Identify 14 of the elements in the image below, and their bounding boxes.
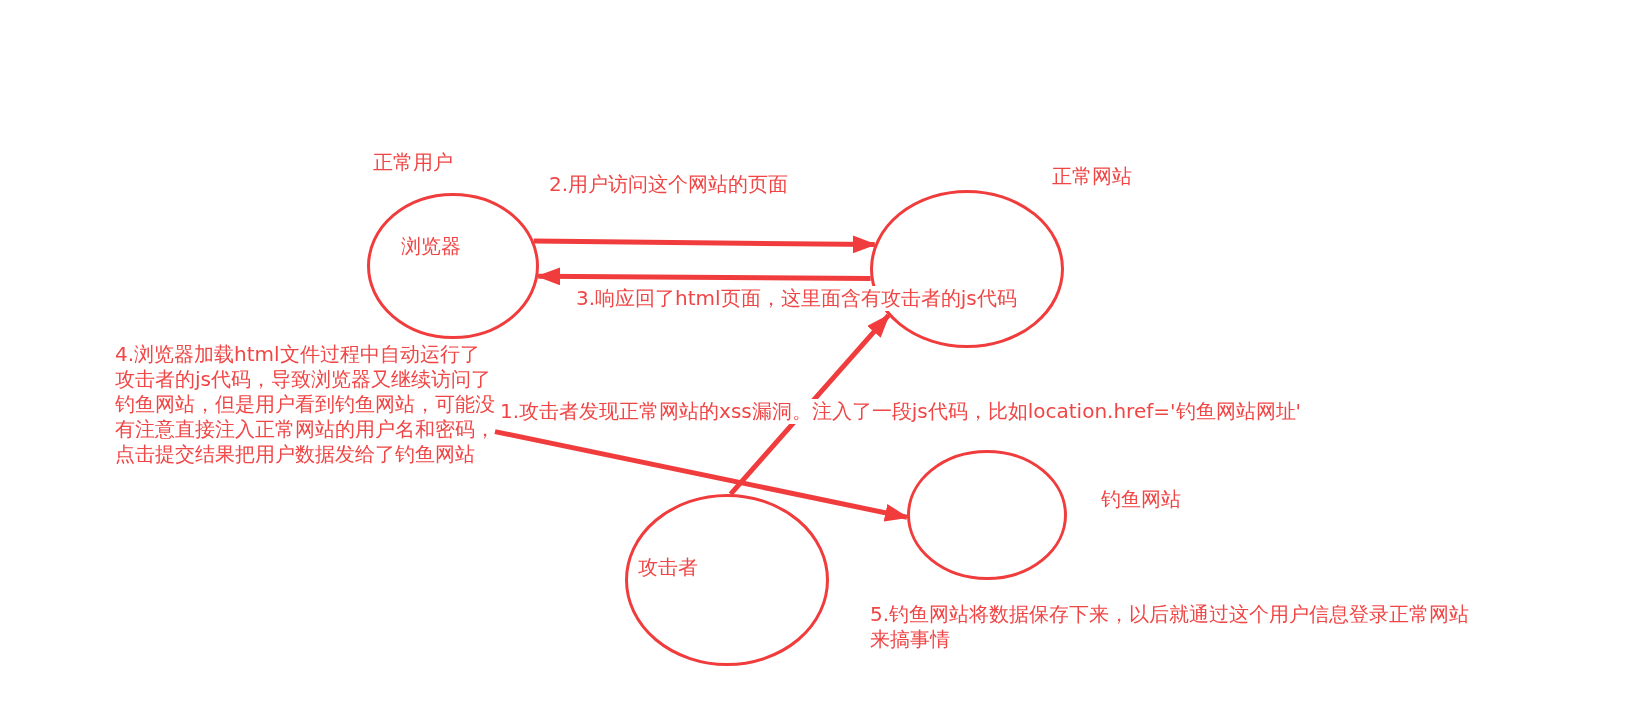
arrow: [494, 429, 909, 522]
arrow: [536, 267, 871, 286]
annotation-text: 4.浏览器加载html文件过程中自动运行了攻击者的js代码，导致浏览器又继续访问了钓鱼网站，但是用户看到钓鱼网站，可能没有注意直接注入正常网站的用户名和密码，点击提交结果把用户数据发给了钓鱼网站: [115, 342, 495, 467]
edge-label: 3.响应回了html页面，这里面含有攻击者的js代码: [576, 286, 1017, 311]
node-heading: 正常用户: [373, 150, 453, 175]
node-label: 钓鱼网站: [1101, 487, 1181, 512]
node-label: 攻击者: [638, 555, 698, 580]
arrow: [728, 313, 891, 496]
note-text: 5.钓鱼网站将数据保存下来，以后就通过这个用户信息登录正常网站来搞事情: [870, 602, 1471, 652]
arrow: [533, 235, 877, 254]
edge-label: 2.用户访问这个网站的页面: [549, 172, 789, 197]
node-label: 浏览器: [401, 234, 461, 259]
edge-label: 1.攻击者发现正常网站的xss漏洞。注入了一段js代码，比如location.href='钓鱼网站网址': [500, 399, 1301, 424]
node-heading: 正常网站: [1052, 164, 1132, 189]
